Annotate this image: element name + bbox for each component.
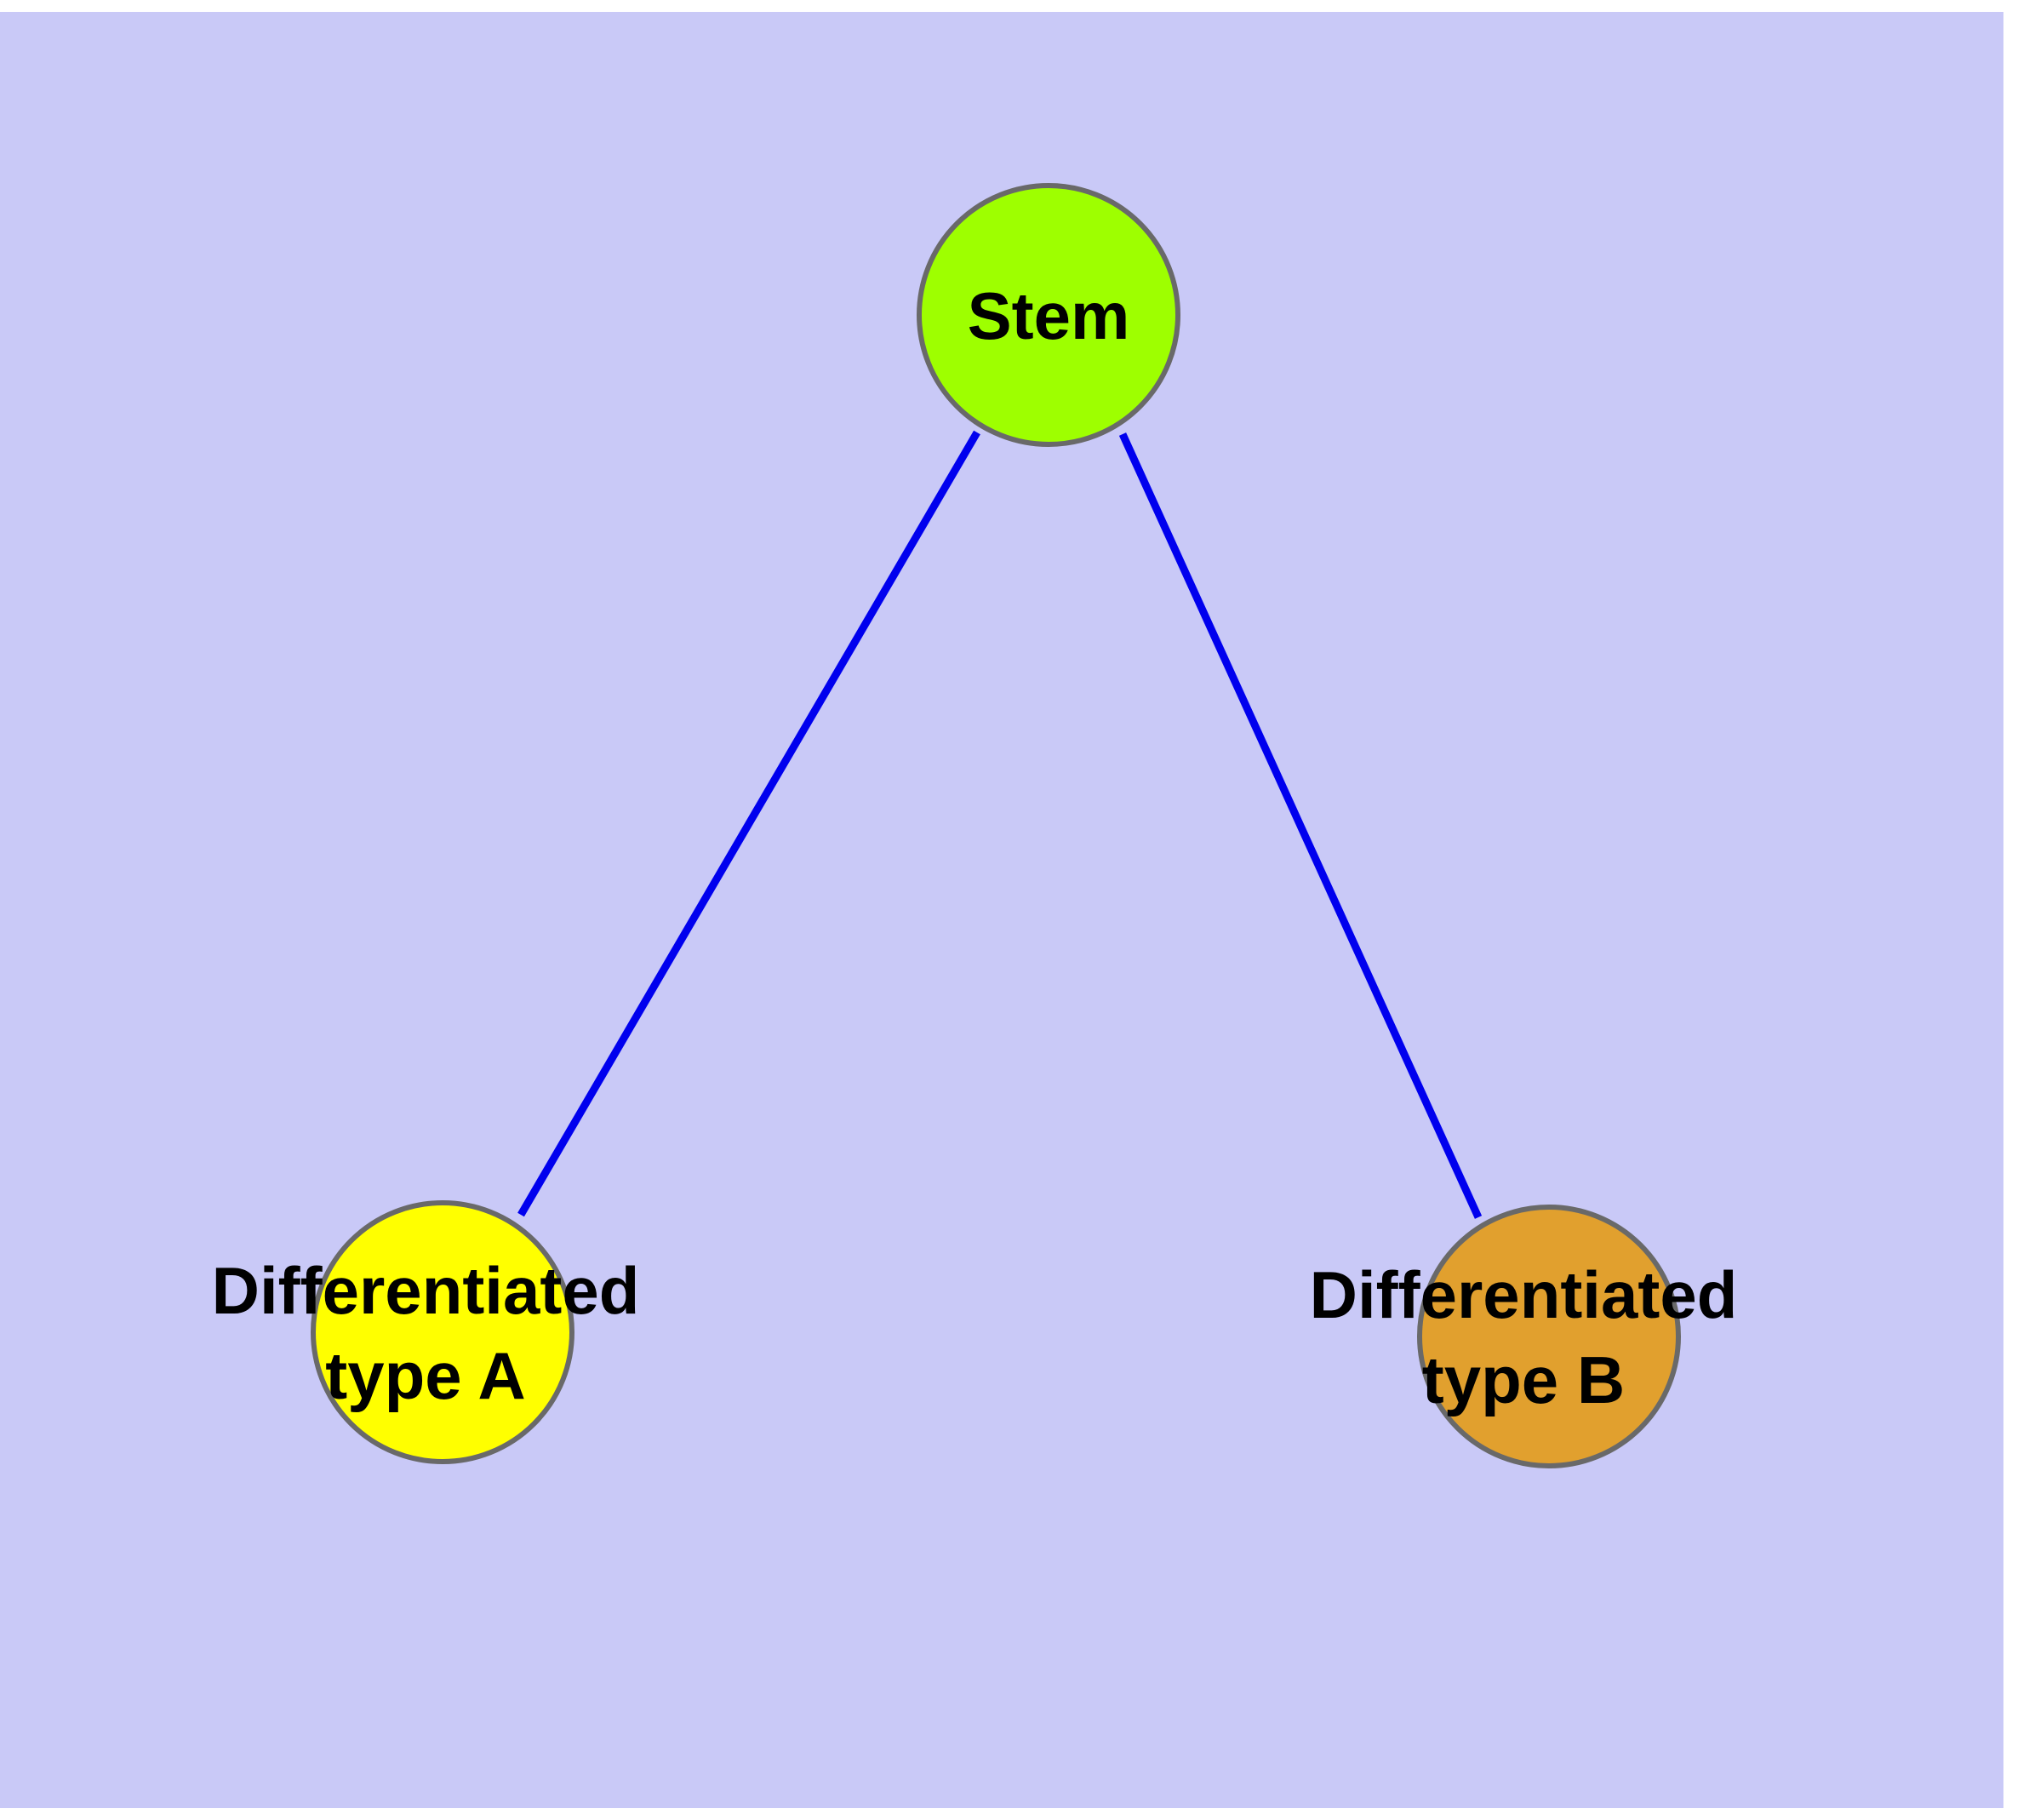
edges-layer bbox=[517, 430, 1483, 1219]
edge-stem-to-diff-b[interactable] bbox=[1118, 432, 1483, 1219]
node-label-diff-a: Differentiated type A bbox=[212, 1253, 640, 1413]
node-stem[interactable] bbox=[917, 183, 1180, 447]
node-label-line: type B bbox=[1422, 1342, 1625, 1417]
node-label-diff-b: Differentiated type B bbox=[1310, 1257, 1738, 1417]
node-label-line: type A bbox=[325, 1338, 526, 1413]
node-label-line: Differentiated bbox=[1310, 1257, 1738, 1332]
node-diff-a[interactable] bbox=[311, 1200, 574, 1464]
edge-stem-to-diff-a[interactable] bbox=[517, 430, 980, 1217]
node-label-line: Differentiated bbox=[212, 1253, 640, 1328]
node-diff-b[interactable] bbox=[1417, 1205, 1681, 1468]
nodes-layer bbox=[311, 183, 1681, 1468]
node-label-stem: Stem bbox=[968, 278, 1130, 353]
node-label-line: Stem bbox=[968, 278, 1130, 353]
